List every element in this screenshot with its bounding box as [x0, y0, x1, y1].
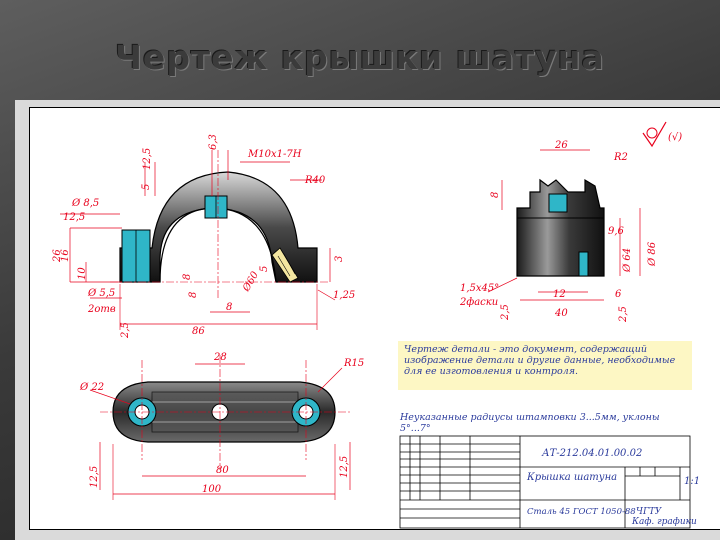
- dim-side-r2: R2: [613, 152, 628, 163]
- drawing-code: АТ-212.04.01.00.02: [541, 448, 642, 459]
- dim-side-d64: Ø 64: [622, 248, 633, 273]
- dim-top-12-5-a: 12,5: [89, 466, 100, 488]
- dim-front-8-b: 8: [226, 302, 232, 313]
- dim-front-5-b: 5: [259, 266, 270, 272]
- dim-front-d60: Ø60: [241, 269, 262, 294]
- dim-side-2-5-a: 2,5: [500, 304, 511, 321]
- dim-top-12-5-b: 12,5: [339, 456, 350, 478]
- dim-front-8-c: 8: [182, 274, 193, 280]
- dim-side-chamfer: 1,5x45°: [460, 283, 499, 294]
- dim-top-r15: R15: [343, 358, 364, 369]
- dim-side-8: 8: [490, 192, 501, 198]
- dim-front-12-5-b: 12,5: [63, 212, 85, 223]
- side-view: [487, 149, 641, 301]
- dim-front-d5-5: Ø 5,5: [87, 288, 115, 299]
- dim-front-2holes: 2отв: [87, 304, 116, 315]
- front-view: [60, 150, 336, 330]
- dim-front-d8-5: Ø 8,5: [71, 198, 99, 209]
- dim-top-100: 100: [202, 484, 222, 495]
- dim-front-5: 5: [141, 184, 152, 190]
- dim-side-d86: Ø 86: [647, 241, 658, 267]
- dim-side-2chamfers: 2фаски: [459, 297, 498, 308]
- dim-side-2-5-b: 2,5: [618, 306, 629, 323]
- definition-note-text: Чертеж детали - это документ, содержащий…: [404, 344, 676, 377]
- dim-side-40: 40: [554, 308, 568, 319]
- top-view-dimensions: 28 R15 Ø 22 80 100 12,5 12,5: [79, 352, 364, 495]
- definition-note-box: [398, 341, 692, 390]
- dim-front-thread: M10x1-7H: [247, 149, 302, 160]
- top-view: [89, 355, 351, 500]
- title-block: [399, 435, 691, 529]
- dim-side-6: 6: [615, 289, 622, 300]
- organization: ЧГТУ: [636, 507, 663, 517]
- front-view-dimensions: 6,3 12,5 M10x1-7H 5 R40 Ø 8,5 12,5 16 26…: [52, 134, 355, 339]
- material-spec: Сталь 45 ГОСТ 1050-88: [527, 507, 636, 517]
- surface-finish-label: (√): [668, 132, 682, 143]
- dim-front-2-5: 2,5: [120, 322, 131, 339]
- dim-front-8-a: 8: [188, 292, 199, 298]
- drawing-scale: 1:1: [684, 476, 700, 487]
- dim-top-80: 80: [216, 465, 229, 476]
- dim-front-26: 26: [52, 249, 63, 263]
- dim-side-9-6: 9,6: [608, 226, 625, 237]
- part-name: Крышка шатуна: [526, 472, 617, 483]
- dim-front-r40: R40: [304, 175, 326, 186]
- dim-front-6-3: 6,3: [208, 134, 219, 150]
- unspecified-radii-note: Неуказанные радиусы штамповки 3...5мм, у…: [400, 412, 660, 434]
- dim-front-16: 16: [60, 249, 71, 262]
- drawing-sheet: [29, 107, 720, 530]
- surface-finish-symbol: (√): [642, 121, 682, 148]
- department: Каф. графики: [631, 517, 697, 527]
- slide-title: Чертеж крышки шатуна: [115, 38, 605, 77]
- dim-top-28: 28: [213, 352, 227, 363]
- dim-front-3: 3: [334, 256, 345, 262]
- title-block-text: АТ-212.04.01.00.02 Крышка шатуна 1:1 Ста…: [526, 448, 700, 527]
- dim-front-12-5: 12,5: [142, 148, 153, 170]
- dim-side-26: 26: [554, 140, 568, 151]
- side-view-dimensions: 26 R2 8 Ø 64 Ø 86 9,6 1,5x45° 2фаски 12 …: [459, 140, 658, 323]
- dim-front-10: 10: [77, 267, 88, 280]
- dim-top-d22: Ø 22: [79, 382, 104, 393]
- dim-front-86: 86: [192, 326, 205, 337]
- dim-side-12: 12: [553, 289, 566, 300]
- dim-front-1-25: 1,25: [333, 290, 355, 301]
